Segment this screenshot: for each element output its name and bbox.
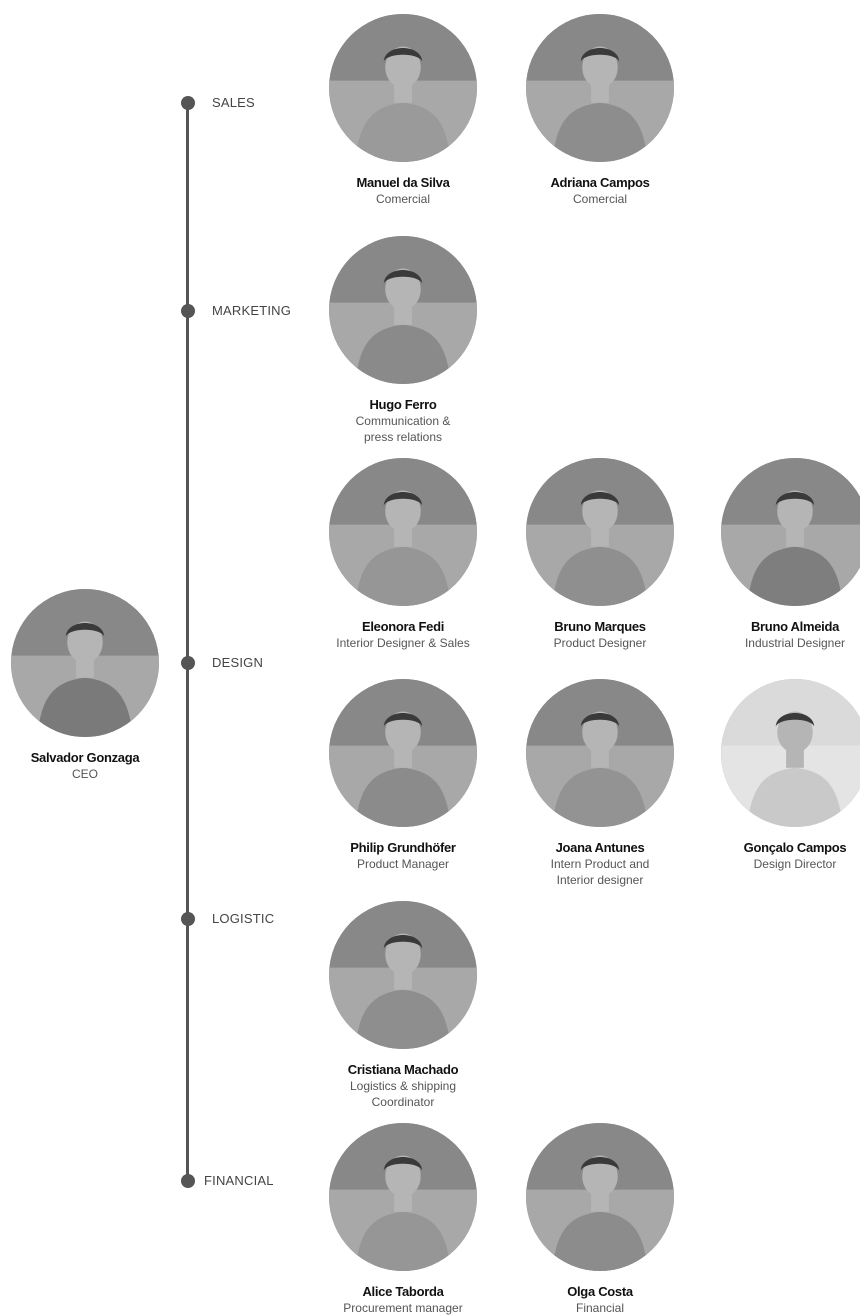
person-role: Industrial Designer	[744, 636, 846, 650]
person-photo	[329, 458, 477, 606]
department-dot	[180, 656, 195, 670]
person-photo	[329, 236, 477, 384]
person-photo	[721, 458, 860, 606]
person-photo	[329, 679, 477, 827]
person-role: Comercial	[375, 192, 430, 206]
ceo-role: CEO	[71, 767, 98, 781]
person-name: Adriana Campos	[550, 175, 650, 190]
person-name: Gonçalo Campos	[743, 840, 847, 855]
department-dot	[180, 1174, 195, 1188]
ceo-photo	[11, 589, 159, 737]
person-photo	[329, 1123, 477, 1271]
person-role: Product Designer	[553, 636, 647, 650]
person-role: Intern Product and Interior designer	[550, 857, 650, 887]
person-role: Interior Designer & Sales	[336, 636, 470, 650]
person-name: Alice Taborda	[362, 1284, 444, 1299]
timeline-line	[186, 103, 189, 1183]
person-name: Cristiana Machado	[347, 1062, 459, 1077]
department-label-financial: FINANCIAL	[204, 1173, 274, 1188]
person-name: Eleonora Fedi	[361, 619, 445, 634]
person-name: Bruno Almeida	[750, 619, 840, 634]
department-label-sales: SALES	[212, 95, 255, 110]
person-name: Bruno Marques	[554, 619, 646, 634]
person-name: Olga Costa	[567, 1284, 633, 1299]
department-dot	[180, 304, 195, 318]
department-dot	[180, 912, 195, 926]
person-photo	[526, 1123, 674, 1271]
person-name: Joana Antunes	[555, 840, 645, 855]
person-photo	[329, 14, 477, 162]
person-role: Communication & press relations	[355, 414, 451, 444]
person-role: Financial	[575, 1301, 625, 1315]
department-label-design: DESIGN	[212, 655, 264, 670]
person-role: Product Manager	[356, 857, 450, 871]
department-label-logistic: LOGISTIC	[212, 911, 275, 926]
person-name: Philip Grundhöfer	[350, 840, 456, 855]
person-photo	[526, 679, 674, 827]
department-dot	[180, 96, 195, 110]
person-role: Design Director	[753, 857, 837, 871]
person-role: Logistics & shipping Coordinator	[349, 1079, 457, 1109]
ceo-name: Salvador Gonzaga	[30, 750, 140, 765]
person-photo	[526, 458, 674, 606]
person-photo	[526, 14, 674, 162]
department-label-marketing: MARKETING	[212, 303, 292, 318]
person-name: Hugo Ferro	[369, 397, 437, 412]
person-role: Procurement manager	[343, 1301, 463, 1315]
person-photo	[721, 679, 860, 827]
person-role: Comercial	[572, 192, 627, 206]
person-name: Manuel da Silva	[356, 175, 450, 190]
person-photo	[329, 901, 477, 1049]
